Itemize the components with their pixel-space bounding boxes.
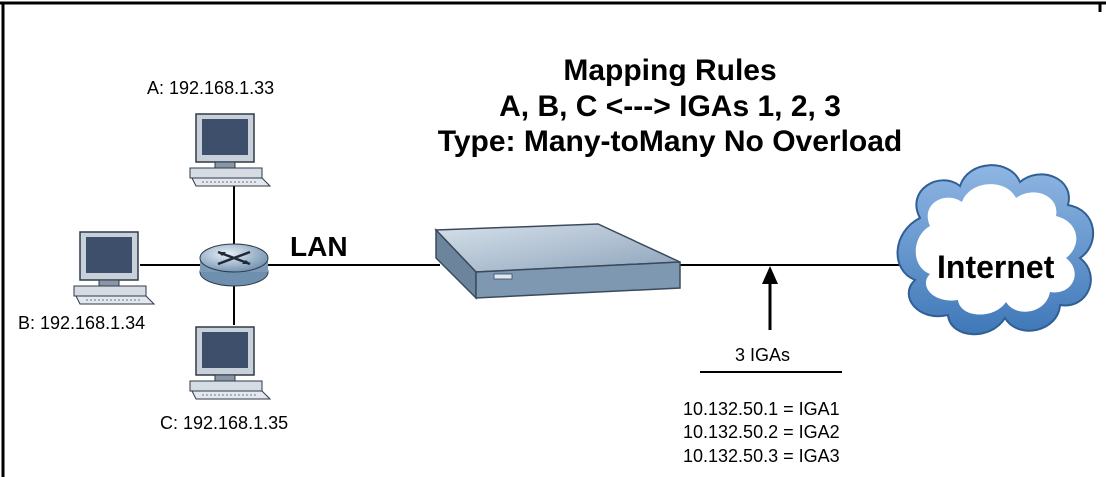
- router-icon: [199, 243, 269, 287]
- iga-header: 3 IGAs: [735, 345, 791, 365]
- internet-label: Internet: [937, 249, 1055, 285]
- internet-cloud-icon: [896, 164, 1095, 336]
- iga-line-2: 10.132.50.2 = IGA2: [683, 422, 840, 442]
- host-b-label: B: 192.168.1.34: [18, 313, 146, 333]
- iga-arrow-head: [762, 266, 778, 284]
- iga-line-1: 10.132.50.1 = IGA1: [683, 399, 840, 419]
- mapping-rules-line: A, B, C <---> IGAs 1, 2, 3: [499, 90, 841, 123]
- host-a-label: A: 192.168.1.33: [147, 78, 275, 98]
- host-c-label: C: 192.168.1.35: [160, 413, 289, 433]
- mapping-type-line: Type: Many-toMany No Overload: [437, 125, 903, 158]
- iga-line-3: 10.132.50.3 = IGA3: [683, 446, 840, 466]
- nat-device-icon: [434, 223, 681, 300]
- mapping-rules-title: Mapping Rules: [563, 54, 777, 87]
- computer-b-icon: [73, 231, 156, 305]
- lan-label: LAN: [290, 231, 348, 262]
- computer-a-icon: [189, 113, 272, 187]
- computer-c-icon: [189, 326, 272, 400]
